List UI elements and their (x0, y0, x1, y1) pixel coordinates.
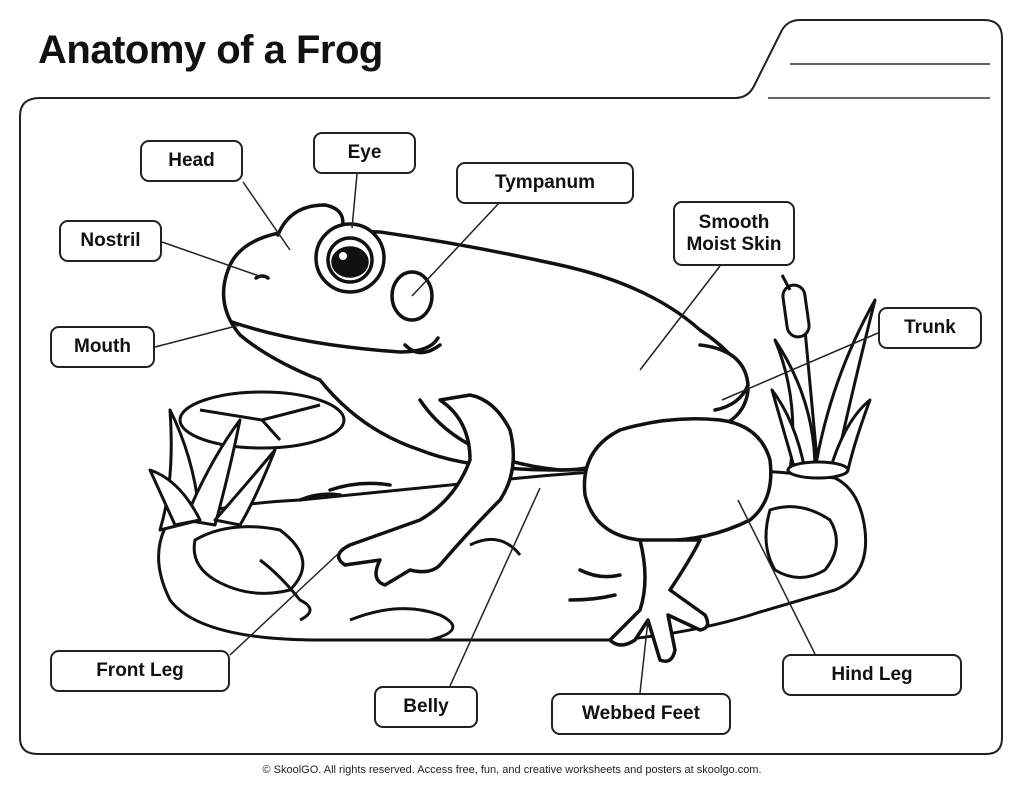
leader-webbed-feet (639, 619, 649, 694)
lily-pad-illustration (178, 390, 346, 450)
worksheet-frame (19, 19, 1003, 755)
leader-tympanum (411, 201, 501, 297)
leader-eye (351, 173, 358, 229)
leader-mouth (154, 324, 241, 348)
cattail-illustration (770, 274, 877, 480)
label-hind-leg: Hind Leg (782, 654, 962, 696)
footer-copyright: © SkoolGO. All rights reserved. Access f… (262, 764, 762, 776)
label-belly: Belly (374, 686, 478, 728)
leader-skin (639, 265, 721, 371)
leader-trunk (721, 332, 879, 401)
frog-illustration (221, 203, 773, 663)
label-webbed-feet: Webbed Feet (551, 693, 731, 735)
leader-front-leg (229, 551, 341, 656)
page-title: Anatomy of a Frog (38, 28, 383, 72)
leader-belly (449, 487, 541, 687)
leader-lines (154, 173, 879, 694)
leader-hind-leg (737, 499, 816, 655)
label-nostril: Nostril (59, 220, 162, 262)
leader-nostril (161, 241, 263, 278)
label-mouth: Mouth (50, 326, 155, 368)
leader-head (242, 181, 291, 251)
grass-left-illustration (148, 408, 277, 532)
label-trunk: Trunk (878, 307, 982, 349)
label-eye: Eye (313, 132, 416, 174)
label-smooth-moist-skin: Smooth Moist Skin (673, 201, 795, 266)
label-front-leg: Front Leg (50, 650, 230, 692)
label-head: Head (140, 140, 243, 182)
label-tympanum: Tympanum (456, 162, 634, 204)
